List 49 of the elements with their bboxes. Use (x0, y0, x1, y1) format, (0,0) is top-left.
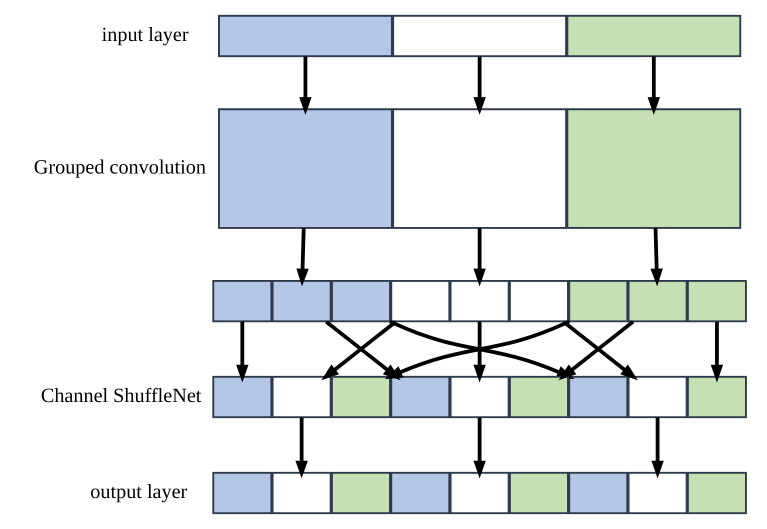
node-box (508, 376, 568, 418)
node-box (392, 14, 567, 58)
node-box (390, 472, 450, 514)
node-box (508, 472, 568, 514)
node-box (627, 376, 688, 418)
node-box (568, 472, 628, 514)
node-box (568, 280, 628, 322)
arrow (472, 56, 486, 115)
arrow (236, 322, 248, 382)
arrow (710, 322, 723, 382)
node-box (271, 280, 332, 322)
node-box (686, 376, 746, 418)
label: Channel ShuffleNet (40, 384, 201, 407)
node-box (627, 472, 688, 514)
label: output layer (90, 480, 187, 503)
arrow (472, 322, 486, 382)
node-box (212, 376, 272, 418)
node-box (508, 280, 568, 322)
node-box (449, 280, 510, 322)
node-box (330, 280, 390, 322)
node-box (566, 14, 741, 58)
arrow (647, 56, 660, 115)
node-box (686, 280, 746, 322)
arrow (298, 56, 312, 115)
node-box (212, 472, 272, 514)
node-box (686, 472, 746, 514)
node-box (218, 14, 392, 58)
node-box (449, 472, 510, 514)
node-box (627, 280, 688, 322)
node-box (568, 376, 628, 418)
node-box (271, 472, 332, 514)
arrow (294, 418, 308, 478)
arrow (296, 228, 308, 286)
node-box (390, 376, 450, 418)
arrow (472, 418, 486, 478)
label: input layer (101, 24, 188, 46)
node-box (330, 472, 390, 514)
label: Grouped convolution (33, 156, 206, 178)
node-box (218, 108, 392, 229)
arrow (472, 228, 486, 286)
node-box (392, 108, 567, 229)
node-box (271, 376, 332, 418)
node-box (390, 280, 450, 322)
node-box (449, 376, 510, 418)
arrow (650, 418, 664, 478)
arrow (650, 228, 662, 286)
node-box (566, 108, 741, 229)
node-box (212, 280, 272, 322)
node-box (330, 376, 390, 418)
